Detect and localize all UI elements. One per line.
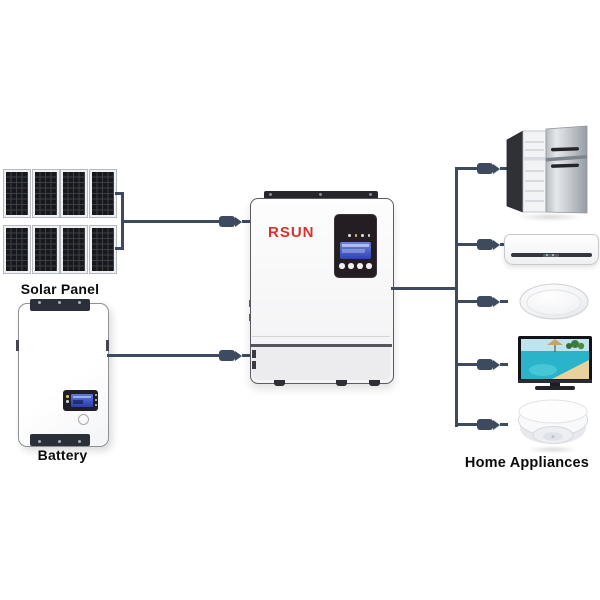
inverter-buttons — [339, 263, 372, 269]
screw-icon — [78, 301, 81, 304]
battery-led — [66, 395, 69, 398]
ac-display — [543, 253, 559, 257]
solar-panel-module-icon — [4, 226, 30, 273]
ceiling-fan-icon — [518, 399, 588, 444]
inverter-terminal — [252, 350, 256, 358]
solar-panel-module-icon — [61, 170, 87, 217]
solar-panel-label: Solar Panel — [20, 281, 100, 297]
screw-icon — [78, 440, 81, 443]
battery-led — [66, 400, 69, 403]
inverter-brand: RSUN — [268, 224, 315, 241]
battery-led — [94, 399, 97, 401]
branch-line — [456, 363, 472, 366]
battery-side-notch — [16, 340, 19, 351]
screw-icon — [58, 440, 61, 443]
cable-battery-to-inverter — [107, 354, 213, 357]
shadow — [527, 446, 579, 453]
plug-connector-icon — [470, 419, 508, 431]
inverter-foot — [336, 380, 347, 386]
ceiling-light-icon — [519, 283, 589, 320]
plug-connector-icon — [470, 163, 508, 175]
inverter-control-panel — [334, 214, 377, 278]
solar-panel-module-icon — [89, 170, 116, 217]
solar-panel-module-icon — [4, 170, 30, 217]
plug-connector-icon — [212, 350, 250, 362]
plug-connector-icon — [470, 296, 508, 308]
screw-icon — [38, 440, 41, 443]
battery-led — [94, 404, 97, 406]
inverter-led-indicators — [348, 234, 370, 237]
solar-panel-module-icon — [89, 226, 116, 273]
battery-unit-icon — [18, 303, 109, 447]
inverter-side-vent — [248, 300, 251, 307]
battery-lcd-screen — [71, 394, 93, 407]
battery-bracket-top — [30, 299, 90, 311]
plug-connector-icon — [470, 239, 508, 251]
solar-panel-module-icon — [61, 226, 87, 273]
cable-solar-to-inverter — [122, 220, 214, 223]
inverter-seam-line — [252, 336, 390, 337]
solar-panel-module-icon — [32, 170, 59, 217]
solar-panel-module-icon — [32, 226, 59, 273]
battery-led — [94, 394, 97, 396]
branch-line — [456, 300, 472, 303]
inverter-terminal-section — [252, 347, 390, 380]
inverter-terminal — [252, 361, 256, 369]
inverter-separator-line — [250, 344, 392, 347]
inverter-foot — [274, 380, 285, 386]
cable-inverter-to-appliances — [391, 287, 456, 290]
screw-icon — [38, 301, 41, 304]
solar-bracket-stub-top — [115, 192, 124, 195]
inverter-foot — [369, 380, 380, 386]
television-icon — [518, 336, 592, 390]
screw-icon — [319, 193, 322, 196]
appliance-bus-line — [455, 167, 458, 427]
branch-line — [456, 167, 472, 170]
home-appliances-label: Home Appliances — [464, 455, 590, 471]
inverter-lcd-screen — [340, 242, 371, 259]
air-conditioner-icon — [504, 234, 599, 265]
solar-panel-array-icon — [4, 170, 116, 273]
plug-connector-icon — [470, 359, 508, 371]
screw-icon — [369, 193, 372, 196]
battery-side-notch — [106, 340, 109, 351]
branch-line — [456, 423, 472, 426]
plug-connector-icon — [212, 216, 250, 228]
battery-label: Battery — [37, 447, 88, 463]
screw-icon — [269, 193, 272, 196]
shadow — [516, 213, 584, 221]
refrigerator-icon — [506, 125, 588, 214]
solar-bracket-stub-bottom — [115, 247, 124, 250]
screw-icon — [58, 301, 61, 304]
inverter-side-vent — [248, 314, 251, 321]
branch-line — [456, 243, 472, 246]
battery-display — [63, 390, 98, 411]
battery-button-icon — [78, 414, 89, 425]
